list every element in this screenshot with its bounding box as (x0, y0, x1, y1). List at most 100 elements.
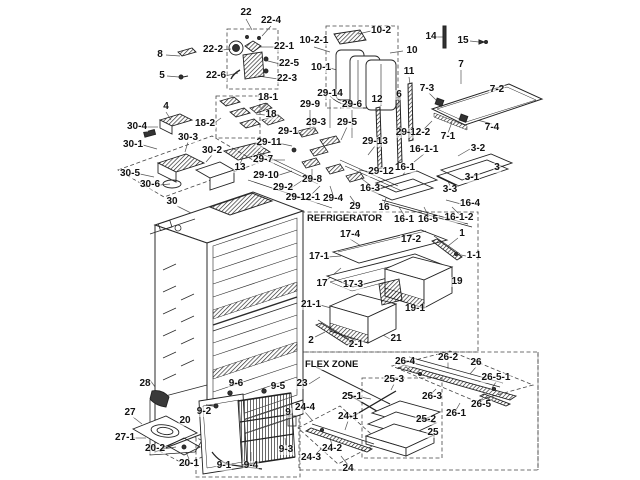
part-label-1-1: 1-1 (465, 250, 483, 261)
part-label-16-1-2: 16-1-2 (443, 212, 475, 223)
part-label-20-1: 20-1 (177, 458, 201, 469)
part-label-22-1: 22-1 (272, 41, 296, 52)
part-label-30: 30 (165, 196, 179, 207)
part-label-25: 25 (426, 427, 440, 438)
part-label-25-2: 25-2 (414, 414, 438, 425)
part-label-29-12-1: 29-12-1 (284, 192, 322, 203)
part-label-2: 2 (307, 335, 315, 346)
part-label-30-6: 30-6 (138, 179, 162, 190)
part-label-22-6: 22-6 (204, 70, 228, 81)
part-label-11: 11 (402, 66, 416, 77)
part-label-22-2: 22-2 (201, 44, 225, 55)
part-label-17-2: 17-2 (399, 234, 423, 245)
part-label-10-1: 10-1 (309, 62, 333, 73)
part-label-29-1: 29-1 (276, 126, 300, 137)
part-label-16-1-1: 16-1-1 (408, 144, 440, 155)
part-label-3-2: 3-2 (469, 143, 487, 154)
part-label-17-4: 17-4 (338, 229, 362, 240)
part-label-29-2: 29-2 (271, 182, 295, 193)
part-label-26-2: 26-2 (436, 352, 460, 363)
part-label-16-5: 16-5 (416, 214, 440, 225)
part-label-7-4: 7-4 (483, 122, 501, 133)
part-label-10: 10 (405, 45, 419, 56)
part-label-29-12: 29-12 (367, 166, 395, 177)
shelf-3-parts (435, 153, 514, 187)
refrigerator-section-title: REFRIGERATOR (307, 213, 383, 224)
part-label-9-3: 9-3 (277, 444, 295, 455)
part-label-16-3: 16-3 (358, 183, 382, 194)
part-label-18: 18 (264, 109, 278, 120)
part-label-23: 23 (295, 378, 309, 389)
pantry-parts (315, 229, 463, 346)
part-label-7-3: 7-3 (418, 83, 436, 94)
part-label-26-4: 26-4 (393, 356, 417, 367)
part-label-25-1: 25-1 (340, 391, 364, 402)
part-label-28: 28 (138, 378, 152, 389)
part-label-16-1: 16-1 (392, 214, 416, 225)
part-label-9-2: 9-2 (195, 406, 213, 417)
part-label-25-3: 25-3 (382, 374, 406, 385)
pcb-group-box (215, 95, 261, 139)
part-label-30-5: 30-5 (118, 168, 142, 179)
part-label-29-6: 29-6 (340, 99, 364, 110)
trim-strips (375, 25, 488, 170)
part-label-22-3: 22-3 (275, 73, 299, 84)
part-label-22-4: 22-4 (259, 15, 283, 26)
dispenser-parts (177, 35, 269, 80)
part-label-9-4: 9-4 (242, 460, 260, 471)
part-label-22: 22 (239, 7, 253, 18)
part-label-2-1: 2-1 (347, 339, 365, 350)
part-label-7-1: 7-1 (439, 131, 457, 142)
part-label-21-1: 21-1 (299, 299, 323, 310)
part-label-9-6: 9-6 (227, 378, 245, 389)
part-label-26: 26 (469, 357, 483, 368)
part-label-13: 13 (233, 162, 247, 173)
flex-zone-section-title: FLEX ZONE (305, 359, 359, 370)
bottom-left-parts (131, 390, 201, 456)
part-label-17: 17 (315, 278, 329, 289)
part-label-9-5: 9-5 (269, 381, 287, 392)
part-label-6: 6 (395, 89, 403, 100)
part-label-4: 4 (162, 101, 170, 112)
part-label-27: 27 (123, 407, 137, 418)
rail-group-box-26 (390, 350, 535, 402)
part-label-29-13: 29-13 (361, 136, 389, 147)
part-label-16-1: 16-1 (393, 162, 417, 173)
part-label-20: 20 (178, 415, 192, 426)
part-label-26-5: 26-5 (469, 399, 493, 410)
part-label-29-5: 29-5 (335, 117, 359, 128)
part-label-29-14: 29-14 (316, 88, 344, 99)
part-label-7: 7 (457, 59, 465, 70)
flex-zone-section-box (298, 351, 539, 471)
part-label-24-3: 24-3 (299, 452, 323, 463)
part-label-24-2: 24-2 (320, 443, 344, 454)
part-label-16: 16 (377, 202, 391, 213)
part-label-29-4: 29-4 (321, 193, 345, 204)
part-label-10-2: 10-2 (369, 25, 393, 36)
part-label-27-1: 27-1 (113, 432, 137, 443)
part-label-9: 9 (284, 407, 292, 418)
part-label-17-3: 17-3 (341, 279, 365, 290)
part-label-24: 24 (341, 463, 355, 474)
part-label-10-2-1: 10-2-1 (298, 35, 330, 46)
part-label-3-1: 3-1 (463, 172, 481, 183)
top-shelf-parts (430, 83, 544, 131)
part-label-17-1: 17-1 (307, 251, 331, 262)
part-label-12: 12 (370, 94, 384, 105)
part-label-9-1: 9-1 (215, 460, 233, 471)
part-label-16-4: 16-4 (458, 198, 482, 209)
part-label-14: 14 (424, 31, 438, 42)
part-label-29-8: 29-8 (300, 174, 324, 185)
part-label-24-1: 24-1 (336, 411, 360, 422)
part-label-20-2: 20-2 (143, 443, 167, 454)
part-label-19-1: 19-1 (403, 303, 427, 314)
part-label-29-11: 29-11 (255, 137, 283, 148)
part-label-3-3: 3-3 (441, 184, 459, 195)
part-label-26-3: 26-3 (420, 391, 444, 402)
part-label-19: 19 (450, 276, 464, 287)
part-label-22-5: 22-5 (277, 58, 301, 69)
part-label-29-10: 29-10 (252, 170, 280, 181)
part-label-24-4: 24-4 (293, 402, 317, 413)
